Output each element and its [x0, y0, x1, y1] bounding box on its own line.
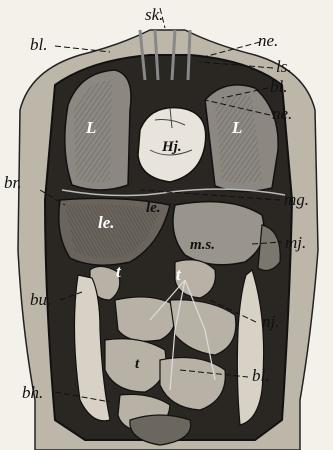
- label-L-right: L: [231, 118, 242, 137]
- label-le-center: le.: [146, 200, 161, 216]
- label-ne-top: ne.: [258, 31, 278, 50]
- label-mg: mg.: [284, 190, 309, 209]
- label-L-left: L: [85, 118, 96, 137]
- label-ms: m.s.: [190, 237, 215, 253]
- label-mj: mj.: [285, 233, 306, 252]
- label-br: br.: [4, 173, 21, 192]
- label-sk: sk.: [145, 5, 163, 24]
- label-le-left: le.: [98, 213, 115, 232]
- label-ls: ls.: [276, 57, 292, 76]
- label-bl-top-right: bl.: [270, 77, 287, 96]
- label-bl-top-left: bl.: [30, 35, 47, 54]
- label-bl-bottom: bl.: [252, 366, 269, 385]
- stomach: [173, 202, 264, 265]
- label-nj: nj.: [262, 312, 279, 331]
- label-Hj: Hj.: [161, 139, 182, 155]
- label-bh: bh.: [22, 383, 43, 402]
- label-bu: bu.: [30, 290, 51, 309]
- label-ne-right: ne.: [272, 104, 292, 123]
